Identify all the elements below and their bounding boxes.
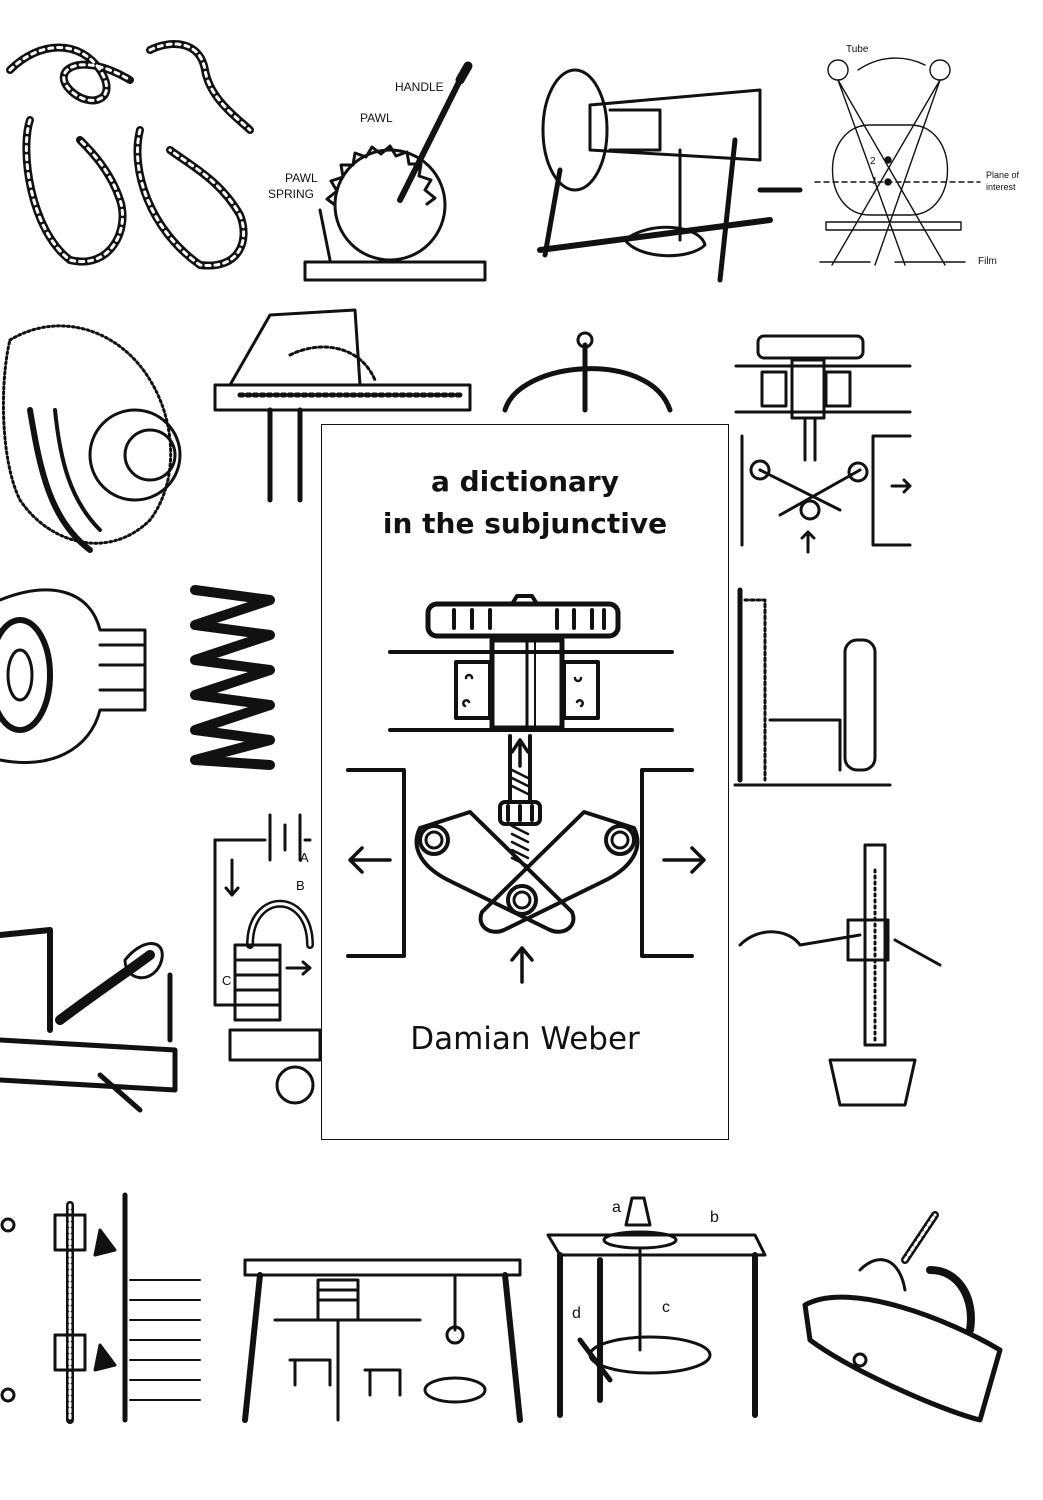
plane-label-1: Plane of bbox=[986, 170, 1020, 180]
tomo-num-2: 2 bbox=[870, 156, 876, 167]
coil-spring-illustration bbox=[190, 585, 275, 770]
potters-wheel-illustration: a b c d bbox=[546, 1196, 767, 1418]
ratchet-pawl-spring-label-1: PAWL bbox=[285, 171, 318, 185]
tube-label: Tube bbox=[846, 44, 869, 55]
knot-illustration bbox=[6, 40, 254, 270]
potters-label-a: a bbox=[612, 1199, 621, 1216]
plane-tool-illustration bbox=[802, 1211, 1003, 1423]
electromagnet-circuit-illustration: A B C bbox=[213, 813, 322, 1105]
book-title-line-2: in the subjunctive bbox=[382, 507, 668, 540]
seed-drill-illustration bbox=[213, 308, 472, 503]
circuit-label-b: B bbox=[296, 878, 305, 893]
height-gauge-illustration bbox=[738, 843, 942, 1107]
steering-wheel-illustration bbox=[502, 331, 673, 413]
book-title-line-1: a dictionary bbox=[431, 465, 619, 498]
circuit-label-a: A bbox=[300, 850, 309, 865]
film-label: Film bbox=[978, 256, 997, 267]
water-gauge-illustration bbox=[0, 1192, 201, 1424]
toggle-mechanism-icon bbox=[346, 594, 706, 984]
ratchet-handle-label: HANDLE bbox=[395, 80, 444, 94]
toggle-clamp-illustration bbox=[734, 334, 912, 554]
circuit-label-c: C bbox=[222, 973, 231, 988]
potters-label-c: c bbox=[662, 1299, 670, 1316]
book-title: a dictionary in the subjunctive bbox=[322, 461, 728, 545]
book-author: Damian Weber bbox=[410, 1021, 640, 1057]
tomography-diagram: Tube Plane of interest Film 2 1 bbox=[814, 44, 1020, 267]
wrench-illustration bbox=[0, 588, 147, 765]
catapult-illustration bbox=[0, 927, 178, 1113]
ratchet-pawl-label: PAWL bbox=[360, 111, 393, 125]
plane-label-2: interest bbox=[986, 182, 1016, 192]
tomo-num-1: 1 bbox=[872, 176, 878, 187]
windlass-illustration bbox=[537, 68, 803, 283]
furnace-illustration bbox=[733, 587, 892, 787]
potters-label-d: d bbox=[572, 1305, 581, 1322]
cider-press-illustration bbox=[242, 1258, 523, 1423]
ratchet-illustration: HANDLE PAWL PAWL SPRING bbox=[268, 61, 487, 282]
ratchet-pawl-spring-label-2: SPRING bbox=[268, 187, 314, 201]
disc-brake-illustration bbox=[1, 324, 182, 553]
potters-label-b: b bbox=[710, 1209, 719, 1226]
book-cover-panel: a dictionary in the subjunctive bbox=[321, 424, 729, 1140]
